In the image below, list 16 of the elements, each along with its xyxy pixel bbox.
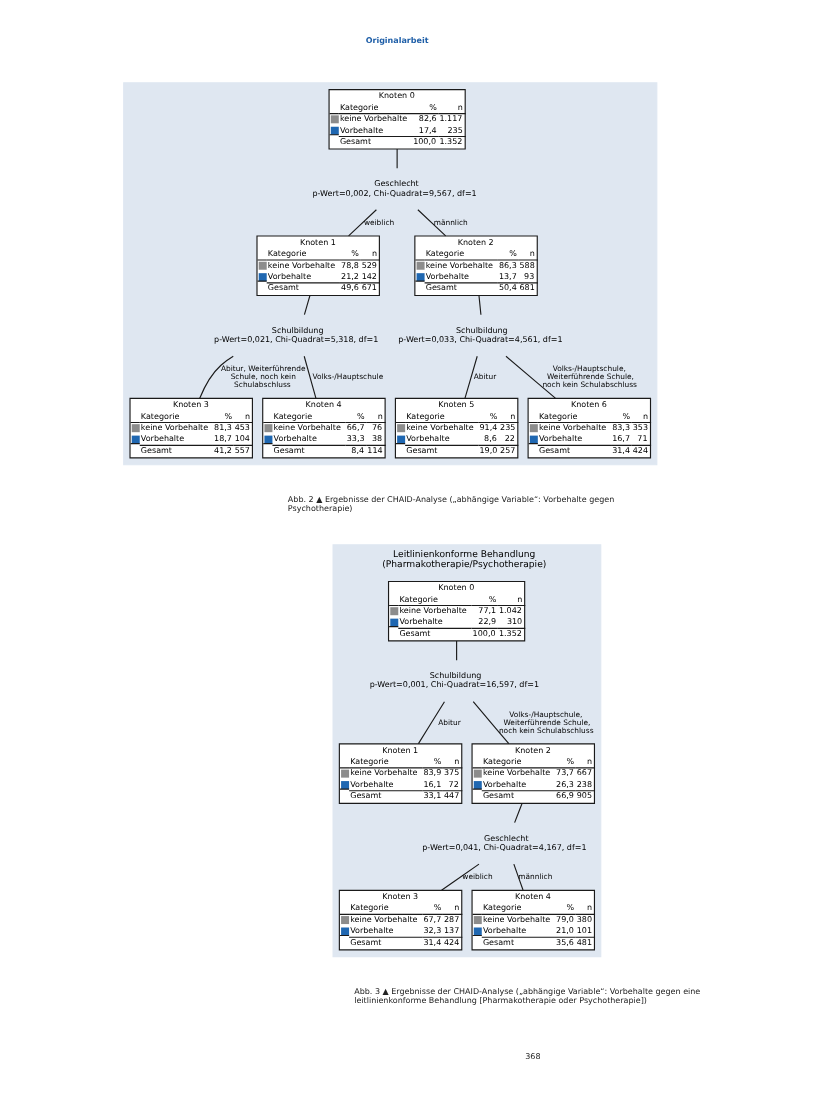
connector xyxy=(504,355,555,399)
connector xyxy=(347,209,376,237)
connector xyxy=(439,863,479,891)
connector xyxy=(471,701,509,745)
cluster xyxy=(122,82,657,466)
connector xyxy=(477,294,481,316)
connector xyxy=(198,355,233,399)
connector xyxy=(302,355,316,399)
connector xyxy=(416,209,446,237)
connector xyxy=(513,802,522,824)
connector xyxy=(512,863,523,891)
connector xyxy=(416,701,444,745)
connector xyxy=(395,148,397,169)
connector xyxy=(455,640,457,661)
connector xyxy=(302,294,310,316)
connector xyxy=(463,355,477,399)
